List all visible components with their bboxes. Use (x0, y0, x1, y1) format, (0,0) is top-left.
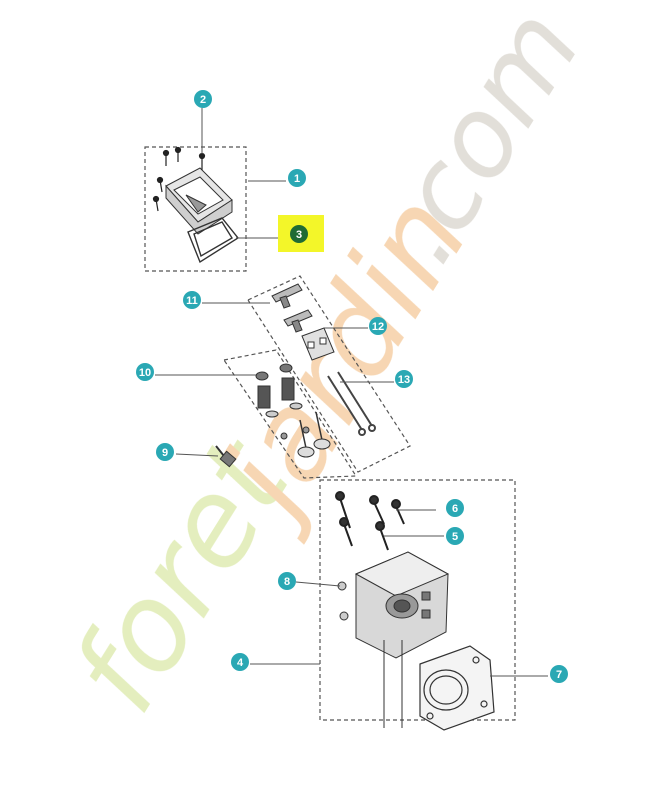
leader-lines (155, 108, 548, 677)
callout-3-label: 3 (296, 229, 302, 241)
callout-3[interactable]: 3 (278, 215, 324, 252)
spark-plug (215, 445, 237, 468)
head-bolts (335, 491, 405, 551)
callout-11[interactable]: 11 (183, 291, 201, 309)
callout-9-label: 9 (162, 447, 168, 459)
valve-cover (165, 167, 233, 235)
head-gasket (419, 645, 495, 731)
callout-8[interactable]: 8 (278, 572, 296, 590)
callout-4-label: 4 (237, 657, 244, 669)
callout-6-label: 6 (452, 503, 458, 515)
callout-11-label: 11 (186, 295, 198, 307)
callout-13-label: 13 (398, 374, 410, 386)
push-rods (327, 371, 376, 436)
callout-4[interactable]: 4 (231, 653, 249, 671)
callout-13[interactable]: 13 (395, 370, 413, 388)
callout-2-label: 2 (200, 94, 206, 106)
group-box-rocker (247, 275, 411, 473)
callout-7-label: 7 (556, 669, 562, 681)
watermark: foret jardin .com (47, 0, 605, 735)
group-box-valve-cover (144, 146, 247, 272)
callout-5[interactable]: 5 (446, 527, 464, 545)
callout-1-label: 1 (294, 173, 300, 185)
callout-7[interactable]: 7 (550, 665, 568, 683)
callout-12[interactable]: 12 (369, 317, 387, 335)
group-box-valves (222, 349, 358, 479)
callout-10[interactable]: 10 (136, 363, 154, 381)
callout-6[interactable]: 6 (446, 499, 464, 517)
cylinder-head (354, 551, 450, 728)
plug (337, 581, 349, 621)
callout-10-label: 10 (139, 367, 151, 379)
valve-springs-and-valves (255, 363, 331, 458)
callout-1[interactable]: 1 (288, 169, 306, 187)
rocker-arms (271, 283, 313, 333)
callout-2[interactable]: 2 (194, 90, 212, 108)
callout-12-label: 12 (372, 321, 384, 333)
callout-8-label: 8 (284, 576, 290, 588)
group-box-cylinder-head (319, 479, 516, 721)
callout-9[interactable]: 9 (156, 443, 174, 461)
callout-5-label: 5 (452, 531, 458, 543)
rocker-bracket (301, 327, 335, 361)
